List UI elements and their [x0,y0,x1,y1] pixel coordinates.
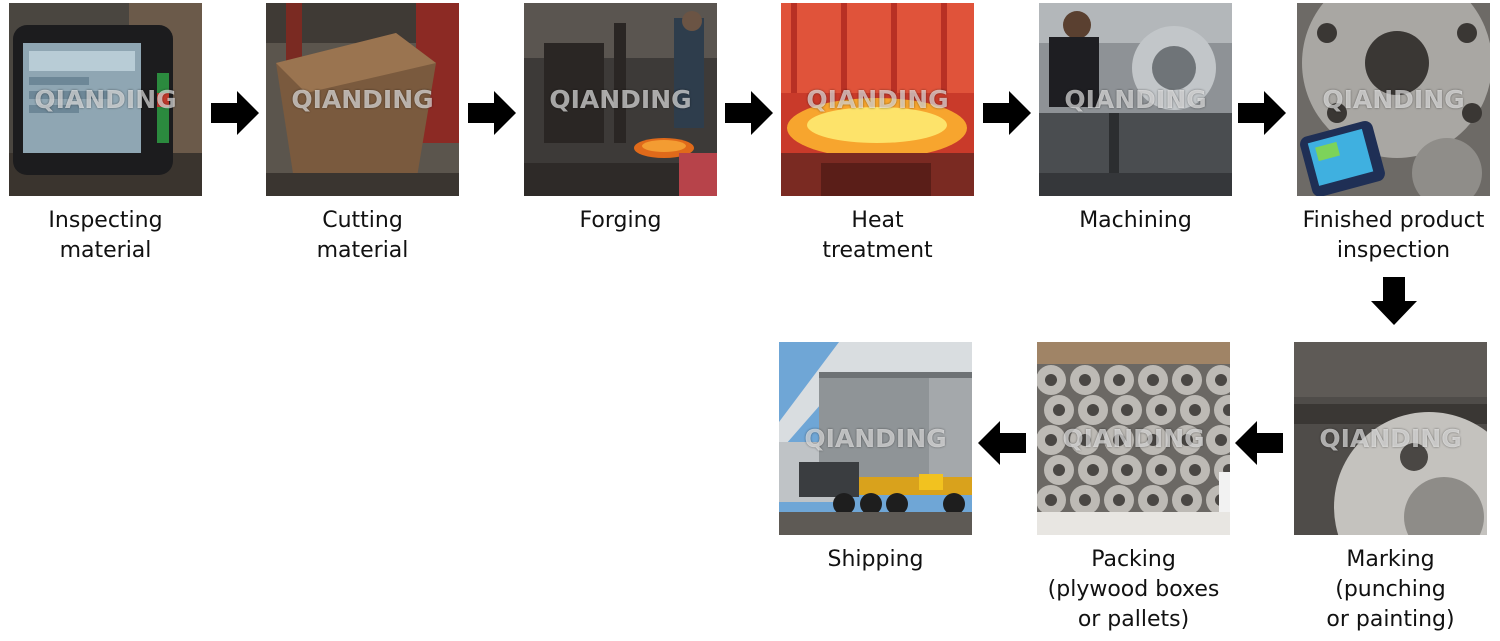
step-caption: Heat treatment [751,206,1004,266]
step-cutting-material: QIANDING Cutting material [266,3,459,263]
arrow-right-icon [468,91,516,135]
step-caption: Marking (punching or painting) [1264,545,1500,635]
step-caption: Finished product inspection [1267,206,1500,266]
caption-line: Heat [851,208,904,233]
step-caption: Inspecting material [0,206,232,266]
caption-line: Forging [579,208,662,233]
arrow-right-icon [983,91,1031,135]
watermark-text: QIANDING [1062,424,1205,453]
machining-photo: QIANDING [1039,3,1232,196]
caption-line: or pallets) [1077,607,1190,632]
caption-line: material [316,238,409,263]
step-marking: QIANDING Marking (punching or painting) [1294,342,1487,632]
caption-line: Finished product [1302,208,1485,233]
step-inspecting-material: QIANDING Inspecting material [9,3,202,263]
watermark-text: QIANDING [804,424,947,453]
caption-line: Cutting [322,208,403,233]
arrow-right-icon [211,91,259,135]
forging-photo: QIANDING [524,3,717,196]
step-heat-treatment: QIANDING Heat treatment [781,3,974,263]
step-caption: Packing (plywood boxes or pallets) [1007,545,1260,635]
watermark-text: QIANDING [806,85,949,114]
arrow-left-icon [1235,421,1283,465]
caption-line: (plywood boxes [1047,577,1220,602]
caption-line: treatment [822,238,933,263]
watermark-text: QIANDING [1319,424,1462,453]
inspecting-material-photo: QIANDING [9,3,202,196]
caption-line: material [59,238,152,263]
finished-product-inspection-photo: QIANDING [1297,3,1490,196]
arrow-right-icon [725,91,773,135]
caption-line: Inspecting [48,208,163,233]
step-shipping: QIANDING Shipping [779,342,972,572]
shipping-photo: QIANDING [779,342,972,535]
step-caption: Forging [494,206,747,236]
caption-line: (punching [1335,577,1446,602]
heat-treatment-photo: QIANDING [781,3,974,196]
step-caption: Machining [1009,206,1262,236]
caption-line: or painting) [1326,607,1455,632]
caption-line: Shipping [827,547,924,572]
caption-line: Packing [1091,547,1176,572]
arrow-down-icon [1371,277,1417,325]
arrow-left-icon [978,421,1026,465]
arrow-right-icon [1238,91,1286,135]
step-caption: Shipping [749,545,1002,575]
watermark-text: QIANDING [34,85,177,114]
cutting-material-photo: QIANDING [266,3,459,196]
caption-line: Machining [1079,208,1192,233]
packing-photo: QIANDING [1037,342,1230,535]
watermark-text: QIANDING [549,85,692,114]
step-finished-product-inspection: QIANDING Finished product inspection [1297,3,1490,263]
marking-photo: QIANDING [1294,342,1487,535]
step-packing: QIANDING Packing (plywood boxes or palle… [1037,342,1230,632]
caption-line: Marking [1346,547,1435,572]
watermark-text: QIANDING [1322,85,1465,114]
watermark-text: QIANDING [291,85,434,114]
step-forging: QIANDING Forging [524,3,717,233]
step-caption: Cutting material [236,206,489,266]
step-machining: QIANDING Machining [1039,3,1232,233]
watermark-text: QIANDING [1064,85,1207,114]
caption-line: inspection [1336,238,1451,263]
